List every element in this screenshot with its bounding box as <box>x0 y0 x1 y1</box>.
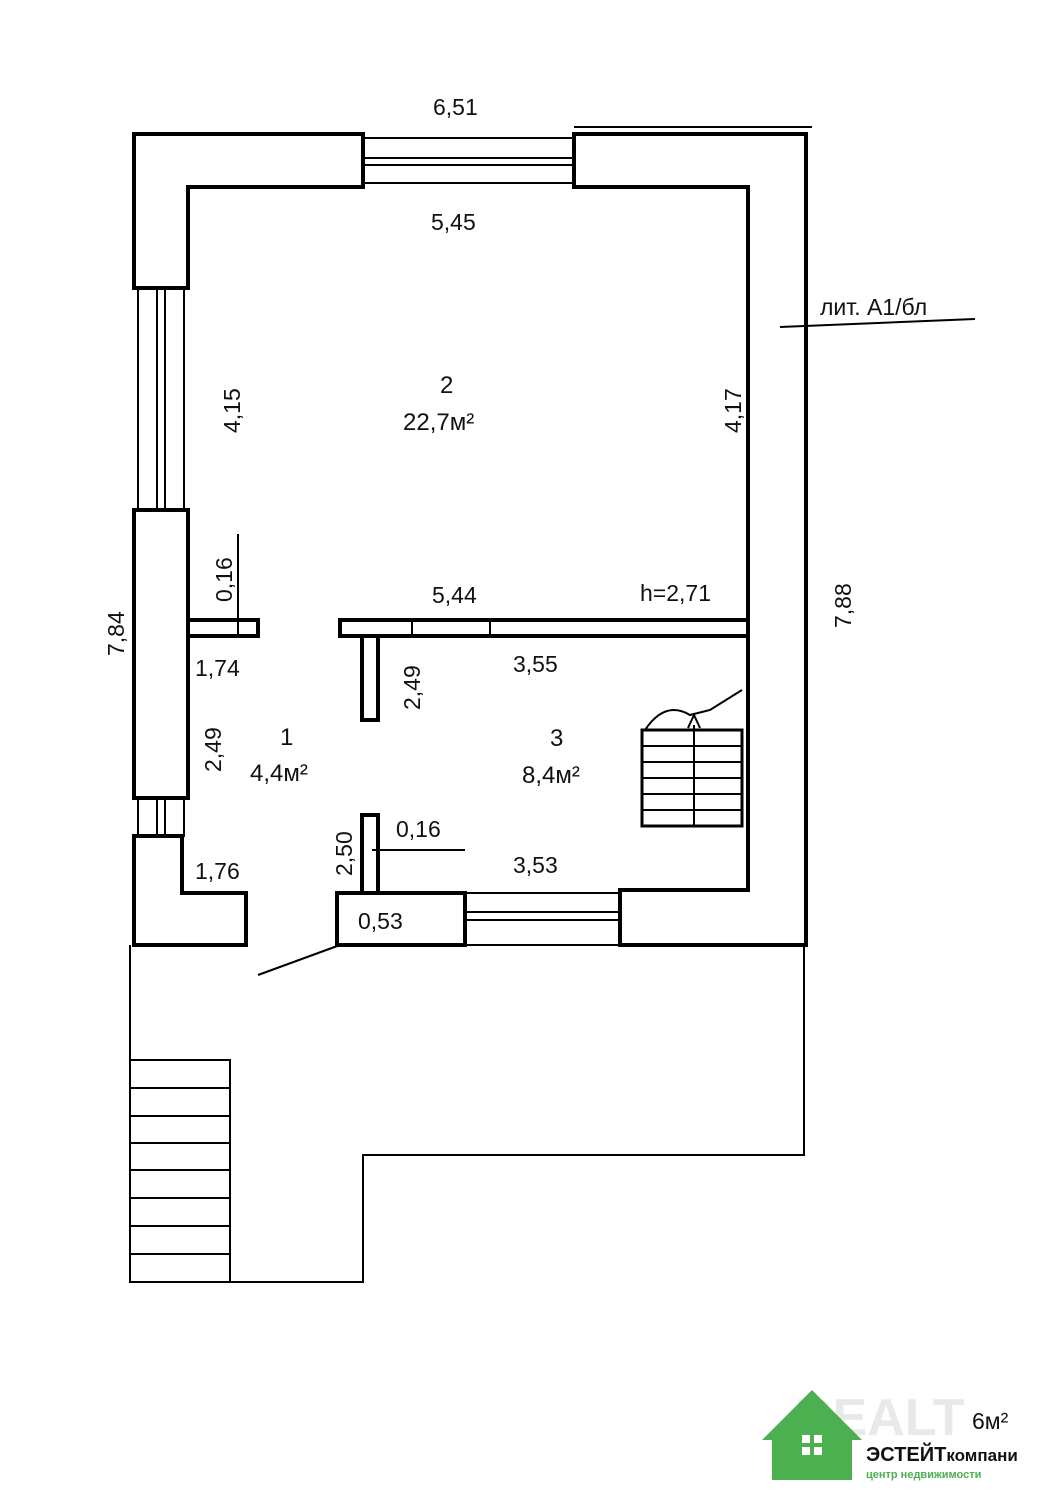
dim-room3-bottom: 3,53 <box>513 852 558 878</box>
room2-area: 22,7м² <box>403 409 474 436</box>
dim-room1-left: 2,49 <box>200 727 226 772</box>
dim-wall-thickness-left: 0,16 <box>211 557 237 602</box>
dim-room2-right: 4,17 <box>720 388 746 433</box>
house-logo-icon <box>762 1390 862 1480</box>
dim-left-total: 7,84 <box>103 611 129 656</box>
dim-right-total: 7,88 <box>830 583 856 628</box>
watermark-brand: ЭСТЕЙТкомпани <box>866 1442 1018 1466</box>
dim-partition-height: 2,49 <box>399 665 425 710</box>
realt-watermark: REALT ЭСТЕЙТкомпани центр недвижимости <box>762 1389 1018 1481</box>
room3-area: 8,4м² <box>522 762 580 789</box>
watermark-tagline: центр недвижимости <box>866 1469 981 1481</box>
porch-outline <box>129 945 805 1283</box>
building-outline <box>132 126 976 976</box>
room1-number: 1 <box>280 724 293 751</box>
dim-door-wall-height: 2,50 <box>331 831 357 876</box>
dim-room2-left: 4,15 <box>219 388 245 433</box>
bottom-total-fragment: 6м² <box>972 1408 1009 1434</box>
dim-partition-width: 5,44 <box>432 582 477 608</box>
dim-room1-bottom: 1,76 <box>195 858 240 884</box>
dim-vestibule-width: 0,53 <box>358 908 403 934</box>
dim-door-wall-thickness: 0,16 <box>396 816 441 842</box>
ceiling-height: h=2,71 <box>640 580 711 606</box>
dim-room3-top: 3,55 <box>513 651 558 677</box>
litera-label: лит. А1/бл <box>820 294 927 320</box>
dim-overall-width-top: 6,51 <box>433 94 478 120</box>
room1-area: 4,4м² <box>250 760 308 787</box>
dim-room1-top: 1,74 <box>195 655 240 681</box>
dim-inner-width-top: 5,45 <box>431 209 476 235</box>
room3-number: 3 <box>550 725 563 752</box>
room2-number: 2 <box>440 372 453 399</box>
